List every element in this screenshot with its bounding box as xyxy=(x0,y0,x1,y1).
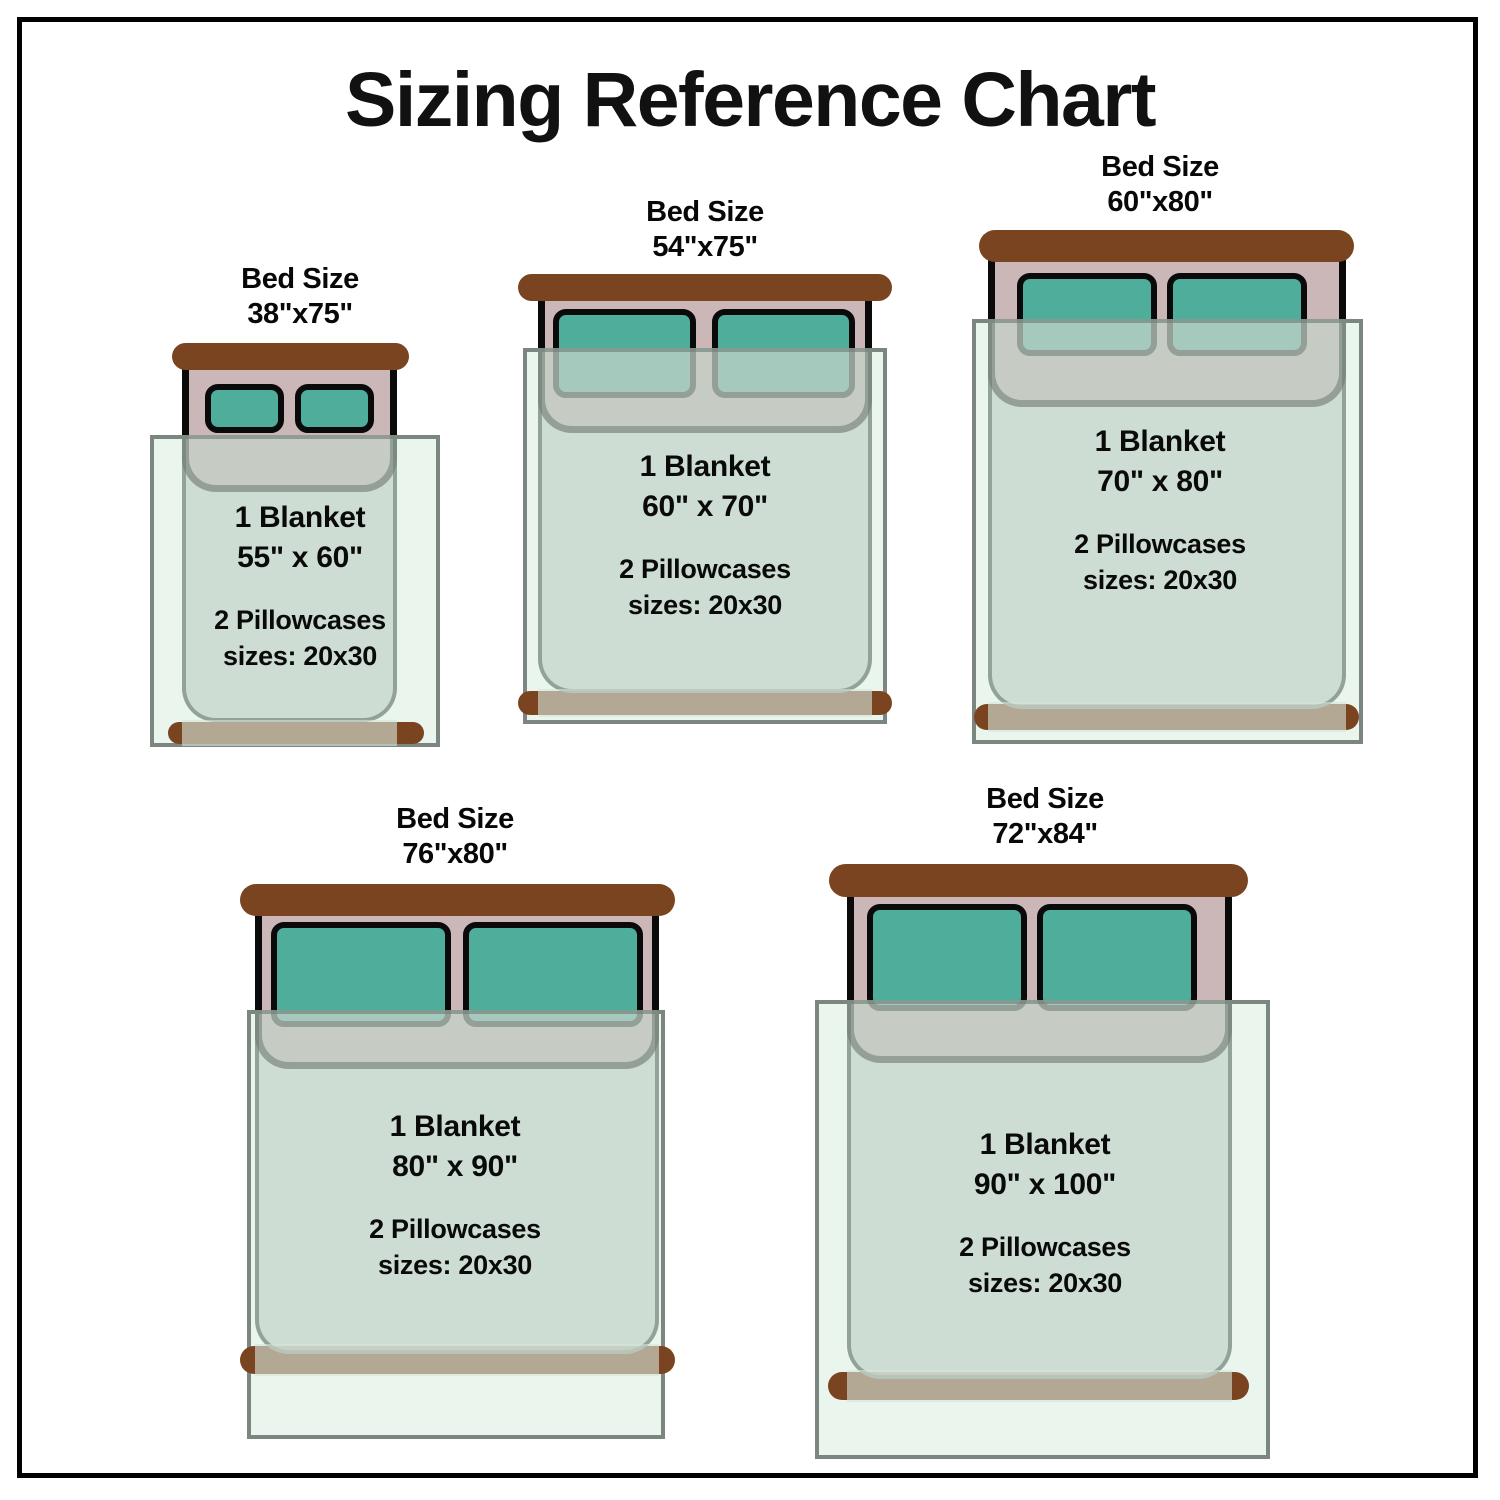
blanket-queen xyxy=(988,319,1346,709)
headboard-full xyxy=(518,274,892,301)
bed-caption-twin: Bed Size 38"x75" xyxy=(241,263,359,330)
bed-text-full: 1 Blanket 60" x 70" 2 Pillowcases sizes:… xyxy=(500,447,910,623)
bed-caption-king: Bed Size 76"x80" xyxy=(396,803,514,870)
pillow-left-cal-king xyxy=(867,904,1027,1011)
bed-card-cal-king[interactable]: Bed Size 72"x84" 1 Blanket 90" x 100" 2 … xyxy=(785,782,1305,1462)
bed-card-twin[interactable]: Bed Size 38"x75" 1 Blanket 55" x 60" 2 P… xyxy=(120,262,480,762)
bed-figure-cal-king: 1 Blanket 90" x 100" 2 Pillowcases sizes… xyxy=(785,854,1305,1464)
page-title: Sizing Reference Chart xyxy=(345,57,1156,143)
blanket-spec-full: 1 Blanket 60" x 70" xyxy=(639,450,771,523)
footboard-bar-full xyxy=(518,691,892,715)
pillow-left-twin xyxy=(205,384,284,433)
bed-figure-full: 1 Blanket 60" x 70" 2 Pillowcases sizes:… xyxy=(500,267,910,762)
bed-figure-twin: 1 Blanket 55" x 60" 2 Pillowcases sizes:… xyxy=(120,334,480,764)
bed-card-full[interactable]: Bed Size 54"x75" 1 Blanket 60" x 70" 2 P… xyxy=(500,195,910,760)
pillowcase-spec-cal-king: 2 Pillowcases sizes: 20x30 xyxy=(959,1232,1131,1298)
footboard-bar-twin xyxy=(168,722,424,744)
bed-figure-king: 1 Blanket 80" x 90" 2 Pillowcases sizes:… xyxy=(215,874,695,1449)
pillowcase-spec-twin: 2 Pillowcases sizes: 20x30 xyxy=(214,605,386,671)
bed-card-king[interactable]: Bed Size 76"x80" 1 Blanket 80" x 90" 2 P… xyxy=(215,802,695,1447)
bed-caption-full: Bed Size 54"x75" xyxy=(646,196,764,263)
blanket-spec-twin: 1 Blanket 55" x 60" xyxy=(234,501,366,574)
pillow-right-cal-king xyxy=(1037,904,1197,1011)
bed-text-cal-king: 1 Blanket 90" x 100" 2 Pillowcases sizes… xyxy=(785,1125,1305,1301)
bed-figure-queen: 1 Blanket 70" x 80" 2 Pillowcases sizes:… xyxy=(945,222,1375,762)
bed-text-king: 1 Blanket 80" x 90" 2 Pillowcases sizes:… xyxy=(215,1107,695,1283)
headboard-twin xyxy=(172,343,409,370)
blanket-spec-cal-king: 1 Blanket 90" x 100" xyxy=(973,1128,1117,1201)
bed-caption-cal-king: Bed Size 72"x84" xyxy=(986,783,1104,850)
blanket-spec-king: 1 Blanket 80" x 90" xyxy=(389,1110,521,1183)
blanket-cal-king xyxy=(847,1000,1232,1379)
bed-text-twin: 1 Blanket 55" x 60" 2 Pillowcases sizes:… xyxy=(120,498,480,674)
headboard-cal-king xyxy=(829,864,1248,897)
pillowcase-spec-king: 2 Pillowcases sizes: 20x30 xyxy=(369,1214,541,1280)
pillowcase-spec-full: 2 Pillowcases sizes: 20x30 xyxy=(619,554,791,620)
blanket-spec-queen: 1 Blanket 70" x 80" xyxy=(1094,425,1226,498)
pillow-right-twin xyxy=(295,384,374,433)
blanket-king xyxy=(255,1010,659,1354)
bed-text-queen: 1 Blanket 70" x 80" 2 Pillowcases sizes:… xyxy=(945,422,1375,598)
headboard-king xyxy=(240,884,675,916)
pillowcase-spec-queen: 2 Pillowcases sizes: 20x30 xyxy=(1074,529,1246,595)
bed-caption-queen: Bed Size 60"x80" xyxy=(1101,151,1219,218)
headboard-queen xyxy=(979,230,1354,262)
bed-card-queen[interactable]: Bed Size 60"x80" 1 Blanket 70" x 80" 2 P… xyxy=(945,150,1375,760)
